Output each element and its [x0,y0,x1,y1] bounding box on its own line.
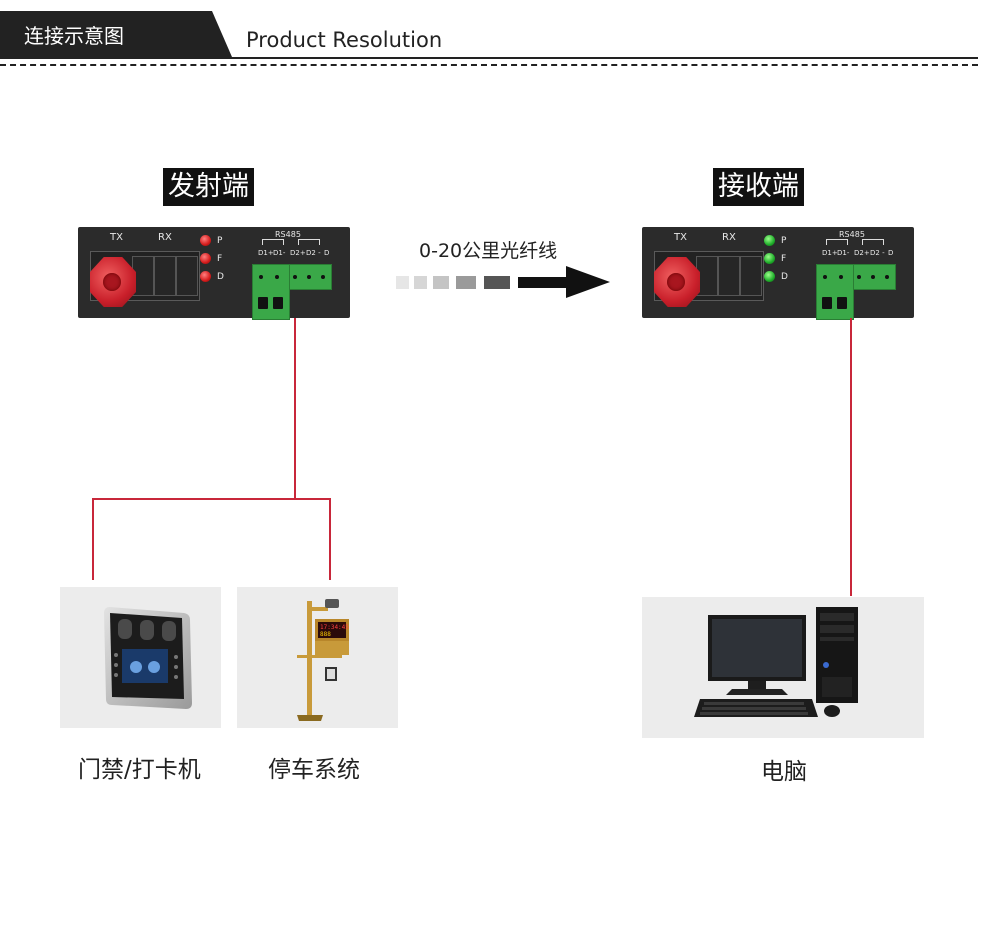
terminal-label-d: D [324,249,330,257]
rs485-bracket [826,239,848,245]
parking-label: 停车系统 [268,757,360,783]
terminal-label-d2m: D2 - [306,249,321,257]
power-led-icon [200,235,211,246]
data-led-icon [200,271,211,282]
signal-square [396,276,409,289]
terminal-block-right [850,264,896,290]
parking-card: 17:34:45 888 [237,587,398,728]
section-subtitle: Product Resolution [246,28,443,52]
terminal-screw [259,275,263,279]
terminal-block-left [252,264,290,320]
terminal-screw [275,275,279,279]
fiber-slot [718,256,740,296]
fiber-dust-cap-icon [654,257,700,307]
rs485-label: RS485 [275,230,301,239]
direction-arrow-icon [566,266,610,298]
header-divider [0,57,978,59]
signal-square [456,276,476,289]
signal-square [433,276,449,289]
terminal-screw [839,275,843,279]
terminal-block-right [286,264,332,290]
data-led-icon [764,271,775,282]
led-label-d: D [781,272,788,282]
tx-port-label: TX [110,232,123,243]
terminal-label-d1m: D1- [273,249,286,257]
rs485-bracket [298,239,320,245]
access-control-card [60,587,221,728]
led-label-p: P [781,236,787,246]
transmitter-device: TX RX P F D RS485 D1+ D1- D2+ D2 - D [78,227,350,320]
power-led-icon [764,235,775,246]
section-title: 连接示意图 [24,24,124,48]
terminal-label-d2p: D2+ [854,249,870,257]
rx-port-label: RX [158,232,172,243]
terminal-screw [293,275,297,279]
rx-port-label: RX [722,232,736,243]
led-label-f: F [217,254,223,264]
terminal-socket [822,297,832,309]
header-dashed-divider [0,64,978,66]
terminal-socket [273,297,283,309]
terminal-label-d1m: D1- [837,249,850,257]
signal-square [484,276,510,289]
wire-to-computer [850,318,852,596]
terminal-label-d1p: D1+ [822,249,838,257]
rs485-label: RS485 [839,230,865,239]
terminal-screw [307,275,311,279]
terminal-label-d1p: D1+ [258,249,274,257]
desktop-computer-icon [694,607,858,717]
rs485-bracket [262,239,284,245]
svg-text:17:34:45: 17:34:45 [320,624,349,631]
wire-to-access-control [92,498,94,580]
fiber-led-icon [764,253,775,264]
led-label-f: F [781,254,787,264]
computer-label: 电脑 [761,759,807,785]
terminal-label-d2m: D2 - [870,249,885,257]
access-terminal-icon [104,607,192,709]
svg-text:888: 888 [320,631,331,638]
terminal-screw [871,275,875,279]
fiber-slot [154,256,176,296]
computer-card [642,597,924,738]
terminal-screw [321,275,325,279]
terminal-socket [837,297,847,309]
led-label-d: D [217,272,224,282]
fiber-slot [740,256,762,296]
fiber-slot [176,256,198,296]
wire-to-parking [329,498,331,580]
section-tab [0,11,232,57]
signal-square [414,276,427,289]
terminal-socket [258,297,268,309]
terminal-label-d2p: D2+ [290,249,306,257]
receiver-device: TX RX P F D RS485 D1+ D1- D2+ D2 - D [642,227,914,320]
rs485-bracket [862,239,884,245]
terminal-screw [823,275,827,279]
terminal-label-d: D [888,249,894,257]
access-control-label: 门禁/打卡机 [78,757,201,783]
tx-port-label: TX [674,232,687,243]
wire-horizontal-split [92,498,331,500]
receiver-label: 接收端 [713,168,804,206]
fiber-dust-cap-icon [90,257,136,307]
terminal-screw [885,275,889,279]
terminal-screw [857,275,861,279]
parking-barrier-icon: 17:34:45 888 [297,599,349,721]
fiber-link-label: 0-20公里光纤线 [419,240,558,262]
led-label-p: P [217,236,223,246]
terminal-block-left [816,264,854,320]
direction-arrow-shaft [518,277,570,288]
fiber-led-icon [200,253,211,264]
transmitter-label: 发射端 [163,168,254,206]
wire-transmitter-down [294,318,296,500]
